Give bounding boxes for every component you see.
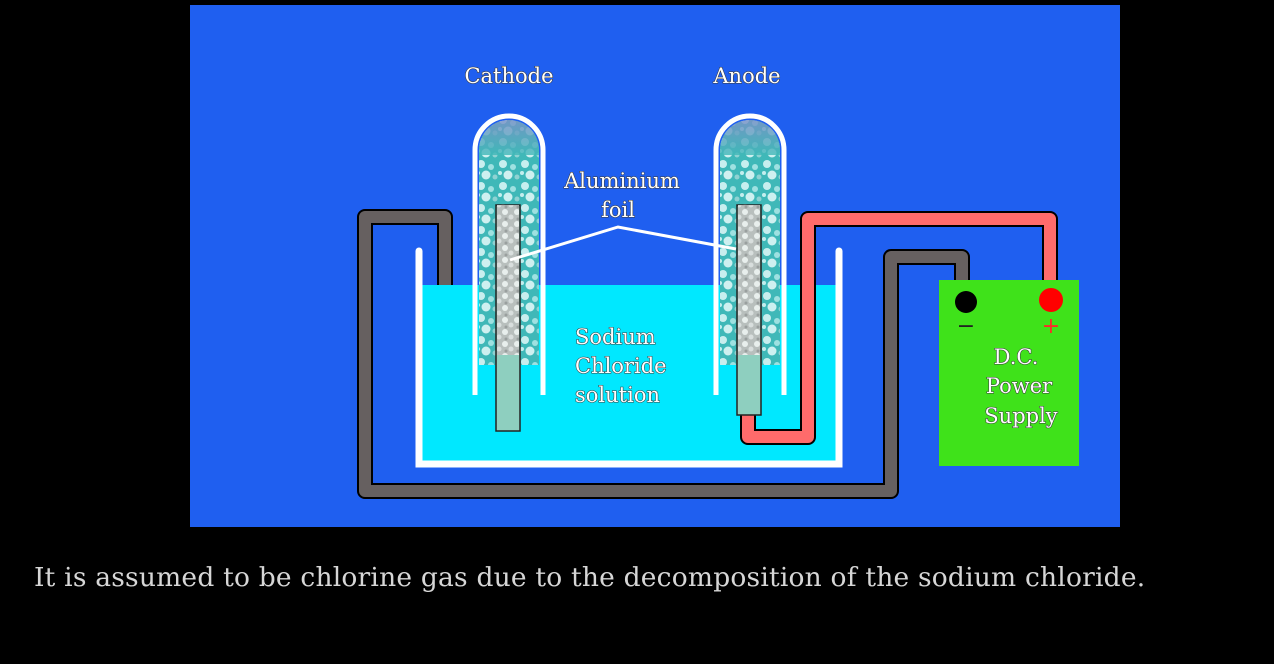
subtitle-caption: It is assumed to be chlorine gas due to … (34, 562, 1146, 593)
positive-terminal (1039, 288, 1063, 312)
cathode-label: Cathode (464, 64, 553, 88)
negative-sign: − (957, 314, 975, 339)
power-label-line1: D.C. (994, 345, 1039, 369)
negative-terminal (955, 291, 977, 313)
anode-label: Anode (712, 64, 780, 88)
foil-label-line1: Aluminium (563, 169, 680, 193)
foil-pointer (509, 225, 737, 262)
foil-label-line2: foil (601, 198, 635, 222)
power-label-line2: Power (986, 374, 1053, 398)
solution-label-line3: solution (575, 383, 660, 407)
positive-sign: + (1042, 314, 1060, 339)
solution-label-line2: Chloride (575, 354, 667, 378)
beaker (415, 247, 843, 468)
electrolysis-slide: Cathode Anode Aluminium foil Sodium Chlo… (190, 5, 1120, 527)
solution-label-line1: Sodium (575, 325, 656, 349)
electrolysis-diagram: Cathode Anode Aluminium foil Sodium Chlo… (357, 63, 1079, 499)
power-label-line3: Supply (984, 404, 1058, 428)
